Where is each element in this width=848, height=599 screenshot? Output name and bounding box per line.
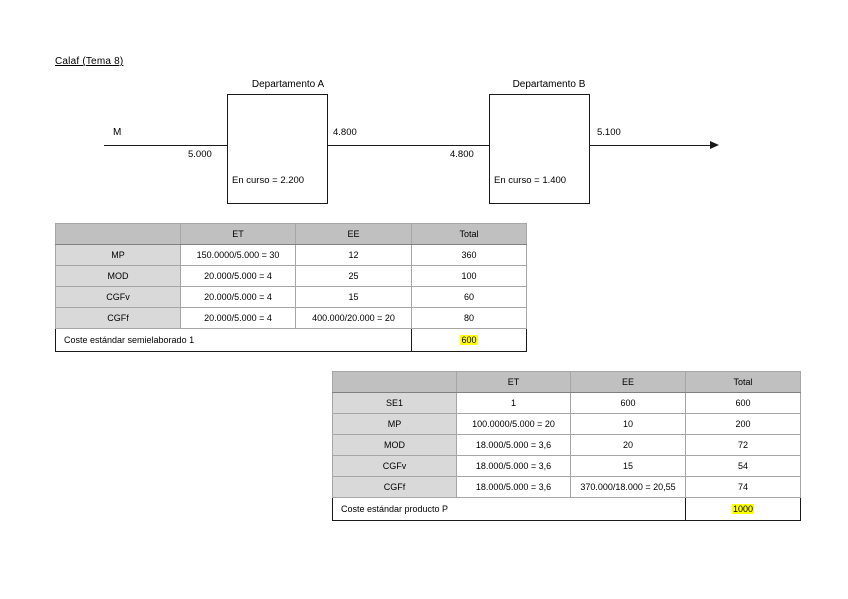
table-row: MOD 20.000/5.000 = 4 25 100: [55, 265, 527, 287]
table2-row3-total: 54: [685, 455, 801, 477]
table1-row3-label: CGFf: [55, 307, 181, 329]
table1-row1-et: 20.000/5.000 = 4: [180, 265, 296, 287]
table1-row1-total: 100: [411, 265, 527, 287]
flow-line-output: [590, 145, 714, 146]
table-row: MP 100.0000/5.000 = 20 10 200: [332, 413, 801, 435]
table-row: MOD 18.000/5.000 = 3,6 20 72: [332, 434, 801, 456]
dept-a-wip-label: En curso = 2.200: [232, 175, 305, 186]
table1-header-total: Total: [411, 223, 527, 245]
table2-row3-ee: 15: [570, 455, 686, 477]
table1-row2-label: CGFv: [55, 286, 181, 308]
table2-total-label: Coste estándar producto P: [332, 497, 686, 521]
table1-header-corner: [55, 223, 181, 245]
table1-row1-label: MOD: [55, 265, 181, 287]
table2-row2-ee: 20: [570, 434, 686, 456]
dept-b-output-qty: 5.100: [597, 127, 621, 138]
table1-row2-total: 60: [411, 286, 527, 308]
table2-row4-total: 74: [685, 476, 801, 498]
table2-header-corner: [332, 371, 457, 393]
table2-row1-label: MP: [332, 413, 457, 435]
table1-row2-et: 20.000/5.000 = 4: [180, 286, 296, 308]
table2-row0-total: 600: [685, 392, 801, 414]
table2-row1-total: 200: [685, 413, 801, 435]
table2-row0-label: SE1: [332, 392, 457, 414]
flow-line-a-to-b: [328, 145, 490, 146]
table-header-row: ET EE Total: [332, 371, 801, 393]
table-row: CGFv 20.000/5.000 = 4 15 60: [55, 286, 527, 308]
table2-total-row: Coste estándar producto P 1000: [332, 497, 801, 521]
table-row: CGFf 20.000/5.000 = 4 400.000/20.000 = 2…: [55, 307, 527, 329]
dept-a-caption: Departamento A: [251, 79, 325, 90]
process-flow-diagram: Departamento A En curso = 2.200 Departam…: [0, 70, 848, 210]
table2-row2-label: MOD: [332, 434, 457, 456]
table1-total-value-cell: 600: [411, 328, 527, 352]
table2-total-value-cell: 1000: [685, 497, 801, 521]
table2-row0-ee: 600: [570, 392, 686, 414]
table-row: CGFv 18.000/5.000 = 3,6 15 54: [332, 455, 801, 477]
table1-row0-total: 360: [411, 244, 527, 266]
table-row: SE1 1 600 600: [332, 392, 801, 414]
table1-row2-ee: 15: [295, 286, 412, 308]
table1-row3-et: 20.000/5.000 = 4: [180, 307, 296, 329]
table2-row1-ee: 10: [570, 413, 686, 435]
table-semielaborado-1: ET EE Total MP 150.0000/5.000 = 30 12 36…: [55, 223, 527, 352]
table-row: CGFf 18.000/5.000 = 3,6 370.000/18.000 =…: [332, 476, 801, 498]
table1-row0-ee: 12: [295, 244, 412, 266]
table1-row3-ee: 400.000/20.000 = 20: [295, 307, 412, 329]
input-qty-label: 5.000: [188, 149, 212, 160]
table1-total-value: 600: [460, 335, 478, 345]
table2-row2-total: 72: [685, 434, 801, 456]
table2-row4-ee: 370.000/18.000 = 20,55: [570, 476, 686, 498]
table1-row0-label: MP: [55, 244, 181, 266]
dept-a-output-qty: 4.800: [333, 127, 357, 138]
input-node-label: M: [113, 127, 122, 138]
table2-total-value: 1000: [731, 504, 755, 514]
page-title: Calaf (Tema 8): [55, 56, 124, 67]
dept-b-wip-label: En curso = 1.400: [494, 175, 567, 186]
table2-row0-et: 1: [456, 392, 571, 414]
table2-row1-et: 100.0000/5.000 = 20: [456, 413, 571, 435]
table-row: MP 150.0000/5.000 = 30 12 360: [55, 244, 527, 266]
table1-row1-ee: 25: [295, 265, 412, 287]
dept-b-input-qty: 4.800: [450, 149, 474, 160]
dept-a-box: [227, 94, 328, 204]
table1-header-et: ET: [180, 223, 296, 245]
table1-row3-total: 80: [411, 307, 527, 329]
dept-b-box: [489, 94, 590, 204]
table2-row4-label: CGFf: [332, 476, 457, 498]
table1-header-ee: EE: [295, 223, 412, 245]
flow-arrow-head-icon: [710, 140, 719, 149]
table2-row2-et: 18.000/5.000 = 3,6: [456, 434, 571, 456]
table2-row4-et: 18.000/5.000 = 3,6: [456, 476, 571, 498]
table2-header-ee: EE: [570, 371, 686, 393]
table2-row3-label: CGFv: [332, 455, 457, 477]
table1-total-label: Coste estándar semielaborado 1: [55, 328, 412, 352]
table-header-row: ET EE Total: [55, 223, 527, 245]
dept-b-caption: Departamento B: [512, 79, 586, 90]
table2-header-et: ET: [456, 371, 571, 393]
table2-header-total: Total: [685, 371, 801, 393]
table1-total-row: Coste estándar semielaborado 1 600: [55, 328, 527, 352]
flow-line-input: [104, 145, 228, 146]
table-producto-p: ET EE Total SE1 1 600 600 MP 100.0000/5.…: [332, 371, 801, 521]
table2-row3-et: 18.000/5.000 = 3,6: [456, 455, 571, 477]
table1-row0-et: 150.0000/5.000 = 30: [180, 244, 296, 266]
